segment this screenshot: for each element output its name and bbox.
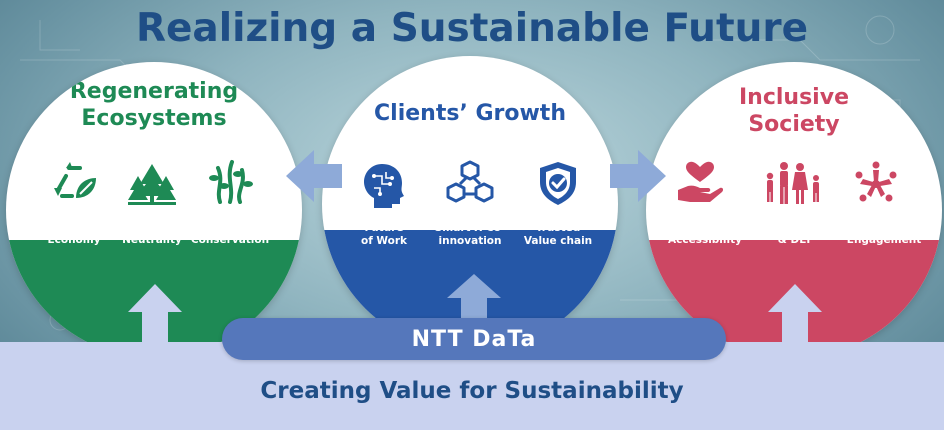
pillar-item-label: Digital Accessibility	[668, 221, 742, 246]
arrow-right-icon	[610, 150, 666, 202]
pillar-inclusive-society: Inclusive Society Digital Accessibility …	[646, 62, 942, 358]
pillar-title: Regenerating Ecosystems	[69, 79, 239, 131]
forest-icon	[128, 164, 176, 205]
pillar-item-label: Future of Work	[360, 222, 408, 247]
pillar-item-label: Community Engagement	[846, 221, 922, 246]
family-icon	[766, 162, 819, 204]
pillar-title: Inclusive Society	[739, 85, 849, 137]
pillar-item-label: Smart X Co-innovation	[434, 222, 506, 247]
page-title: Realizing a Sustainable Future	[135, 6, 809, 51]
arrow-up-icon	[768, 284, 822, 344]
ai-head-icon	[364, 164, 404, 208]
arrow-up-icon	[128, 284, 182, 344]
pillar-item-label: Circular Economy	[47, 221, 101, 246]
pillar-item-label: Nature Conservation	[190, 221, 270, 246]
cubes-network-icon	[446, 160, 494, 203]
pillar-item-label: Trusted Value chain	[523, 222, 593, 247]
foundation-text: Creating Value for Sustainability	[260, 378, 684, 404]
shield-check-icon	[540, 162, 576, 205]
brand-bar: NTT DaTa	[222, 318, 726, 360]
pillar-item-label: Carbon Neutrality	[122, 221, 182, 246]
seaweed-icon	[209, 160, 253, 204]
pillar-item-label: Human Rights & DEI	[752, 221, 836, 246]
arrow-left-icon	[286, 150, 342, 202]
brand-logo: NTT DaTa	[411, 327, 537, 352]
pillar-title: Clients’ Growth	[374, 101, 566, 126]
recycle-leaf-icon	[54, 162, 96, 198]
people-circle-icon	[855, 161, 897, 202]
arrow-up-icon	[447, 274, 501, 328]
heart-hand-icon	[678, 161, 724, 202]
